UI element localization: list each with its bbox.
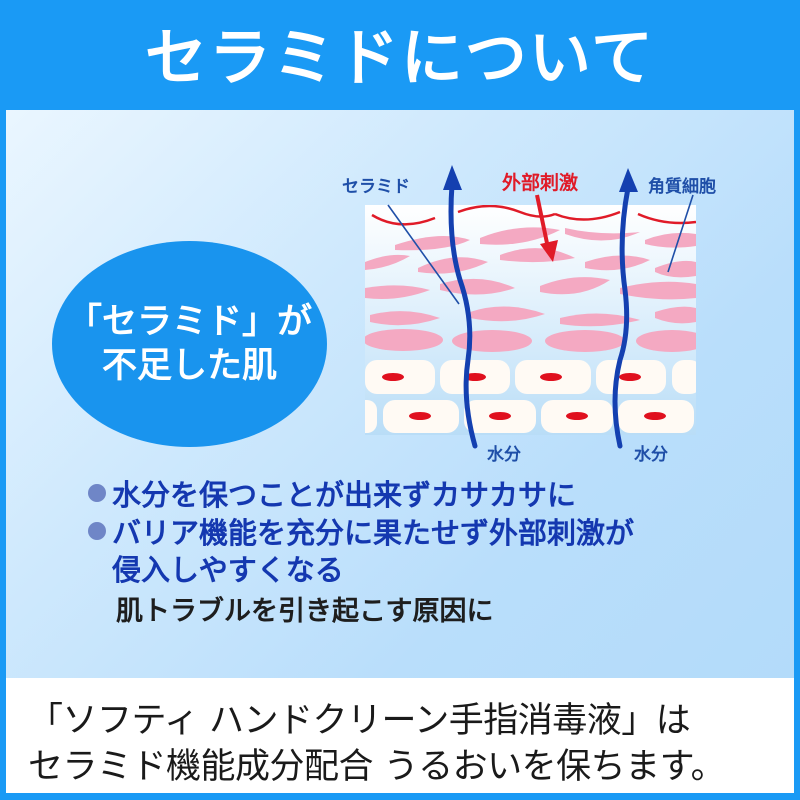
- bullet-list: 水分を保つことが出来ずカサカサに バリア機能を充分に果たせず外部刺激が 侵入しや…: [88, 474, 634, 590]
- water-label-left: 水分: [487, 445, 521, 465]
- bullet-dot-icon: [88, 522, 106, 540]
- callout-ellipse: 「セラミド」が 不足した肌: [52, 241, 327, 447]
- bullet-text: 水分を保つことが出来ずカサカサに: [112, 478, 577, 512]
- bullet-text: バリア機能を充分に果たせず外部刺激が: [112, 516, 635, 550]
- footer-line-1: 「ソフティ ハンドクリーン手指消毒液」は: [28, 701, 691, 741]
- page-title: セラミドについて: [144, 21, 656, 94]
- bullet-item: バリア機能を充分に果たせず外部刺激が: [88, 512, 634, 550]
- callout-line-2: 不足した肌: [101, 346, 277, 386]
- bullet-dot-icon: [88, 484, 106, 502]
- footer-box: 「ソフティ ハンドクリーン手指消毒液」は セラミド機能成分配合 うるおいを保ちま…: [6, 678, 794, 793]
- callout-line-1: 「セラミド」が: [66, 302, 312, 342]
- bullet-item: 水分を保つことが出来ずカサカサに: [88, 474, 634, 512]
- footer-line-2: セラミド機能成分配合 うるおいを保ちます。: [28, 747, 726, 787]
- external-stimulus-label: 外部刺激: [502, 172, 579, 194]
- bullet-continuation: 侵入しやすくなる: [112, 553, 344, 587]
- corneocyte-label: 角質細胞: [648, 177, 716, 197]
- header-banner: セラミドについて: [0, 0, 800, 108]
- water-label-right: 水分: [634, 445, 668, 465]
- conclusion-text: 肌トラブルを引き起こす原因に: [116, 596, 494, 627]
- ceramide-label: セラミド: [342, 177, 410, 197]
